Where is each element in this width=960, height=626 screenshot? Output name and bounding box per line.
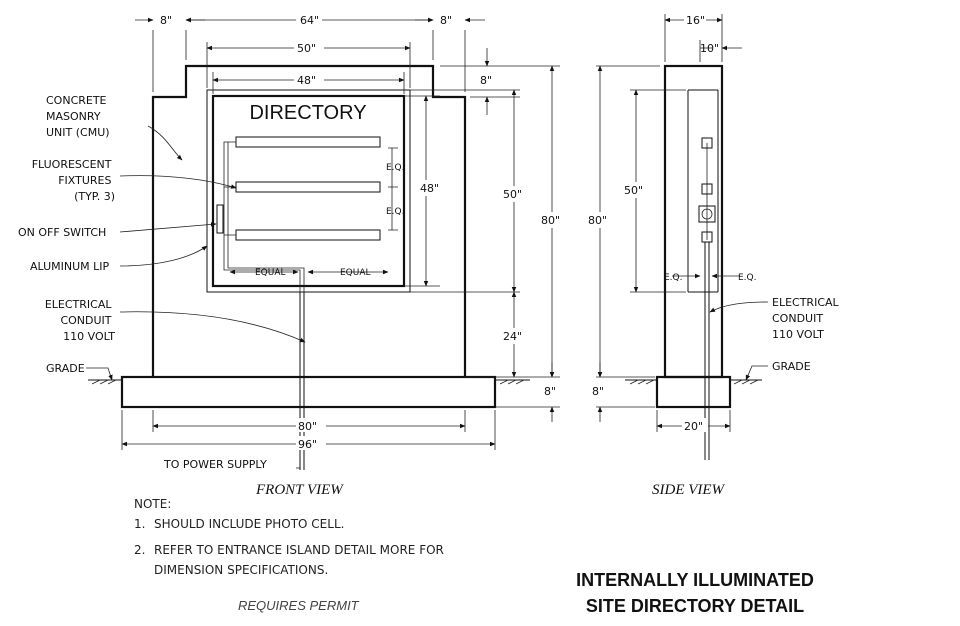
label-cmu: CONCRETE MASONRY UNIT (CMU) [46,94,110,139]
side-switch-box [698,205,716,223]
dim-side-footing-height: 8" [592,385,604,398]
label-power-supply: TO POWER SUPPLY [163,458,267,471]
dim-body-width: 80" [298,420,317,433]
eq-upper: E.Q. [386,163,405,173]
side-footing [655,375,732,409]
label-grade-side: GRADE [772,360,811,373]
note-1-text: SHOULD INCLUDE PHOTO CELL. [154,517,344,531]
side-view-title: SIDE VIEW [652,482,726,498]
side-fixture-2 [701,183,713,195]
note-2-line-2: DIMENSION SPECIFICATIONS. [154,563,328,577]
note-2-line-1: REFER TO ENTRANCE ISLAND DETAIL MORE FOR [154,543,444,557]
dim-cap-left: 8" [160,14,172,27]
label-lip: ALUMINUM LIP [30,260,110,273]
label-conduit-front: ELECTRICAL CONDUIT 110 VOLT [45,298,115,343]
permit-note: REQUIRES PERMIT [238,598,360,613]
side-eq-left: E.Q. [664,273,683,283]
dim-panel-width: 48" [297,74,316,87]
label-grade-front: GRADE [46,362,85,375]
dim-cap-width: 64" [300,14,319,27]
switch-icon [701,208,713,220]
equal-left: EQUAL [255,268,286,278]
eq-lower: E.Q. [386,207,405,217]
dim-side-inner: 10" [700,42,719,55]
side-eq-right: E.Q. [738,273,757,283]
fixture-3 [235,229,381,241]
front-view-title: FRONT VIEW [255,482,344,498]
fixture-wiring [223,141,305,450]
label-conduit-side: ELECTRICAL CONDUIT 110 VOLT [772,296,842,341]
dim-base-to-frame: 24" [503,330,522,343]
dim-panel-height: 48" [420,182,439,195]
title-line-1: INTERNALLY ILLUMINATED [576,570,814,590]
dim-side-depth: 16" [686,14,705,27]
dim-footing-width: 96" [298,438,317,451]
on-off-switch [216,204,224,234]
dim-total-height: 80" [541,214,560,227]
title-line-2: SITE DIRECTORY DETAIL [586,596,804,616]
sign-text: DIRECTORY [249,102,366,124]
note-2-num: 2. [134,543,145,557]
side-fixture-3 [701,231,713,243]
notes: NOTE: 1. SHOULD INCLUDE PHOTO CELL. 2. R… [134,497,444,577]
dim-side-total-height: 80" [588,214,607,227]
directory-panel [211,94,406,288]
aluminum-frame [206,89,411,293]
dim-side-footing-width: 20" [684,420,703,433]
equal-right: EQUAL [340,268,371,278]
dim-cap-height: 8" [480,74,492,87]
drawing-title: INTERNALLY ILLUMINATED SITE DIRECTORY DE… [576,570,814,616]
dim-side-frame-height: 50" [624,184,643,197]
monument-body [151,64,467,377]
fixture-1 [235,136,381,148]
dim-frame-width: 50" [297,42,316,55]
notes-heading: NOTE: [134,497,171,511]
front-view: DIRECTORY EQUAL EQUAL E.Q. E.Q. 8" 64" 8… [18,12,568,498]
fixture-2 [235,181,381,193]
dim-cap-right: 8" [440,14,452,27]
label-switch: ON OFF SWITCH [18,226,106,239]
note-1-num: 1. [134,517,145,531]
label-fixtures: FLUORESCENT FIXTURES (TYP. 3) [32,158,115,203]
dim-footing-height: 8" [544,385,556,398]
side-fixture-1 [701,137,713,149]
dim-frame-height: 50" [503,188,522,201]
side-view: E.Q. E.Q. 16" 10" 50" 80" 8" 20" ELECTRI… [586,12,842,498]
footing [120,375,497,409]
